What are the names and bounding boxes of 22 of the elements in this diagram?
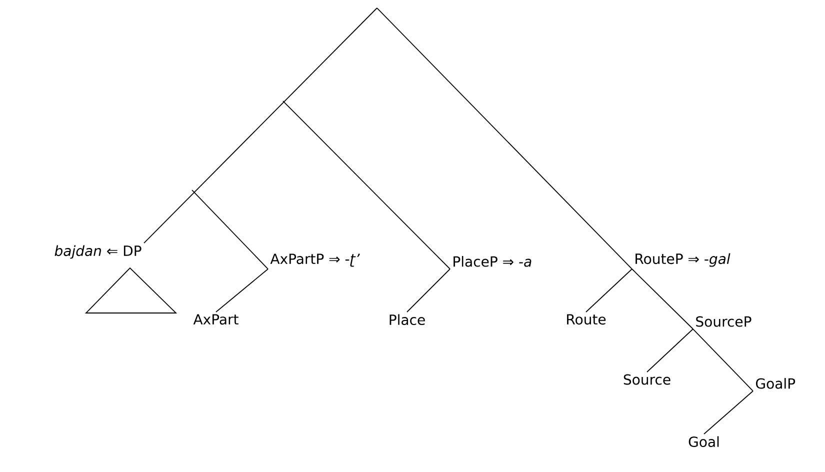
tree-label: GoalP bbox=[756, 378, 796, 389]
branch-line bbox=[646, 328, 694, 372]
tree-label: Source bbox=[624, 374, 670, 385]
tree-label: bajdan ⇐ DP bbox=[54, 245, 142, 259]
branch-line bbox=[376, 8, 632, 270]
tree-label: Place bbox=[390, 314, 425, 326]
branch-line bbox=[216, 268, 268, 312]
tree-label: AxPartP ⇒ -ʈ’ bbox=[270, 254, 360, 267]
branch-line bbox=[144, 8, 378, 244]
tree-label: RouteP ⇒ -gal bbox=[636, 253, 730, 267]
branch-line bbox=[586, 268, 632, 312]
branch-line bbox=[632, 268, 694, 330]
branch-line bbox=[282, 100, 450, 270]
branch-line bbox=[406, 268, 450, 312]
branch-line bbox=[704, 390, 754, 434]
tree-label: AxPart bbox=[193, 314, 238, 325]
tree-label: PlaceP ⇒ -a bbox=[454, 256, 532, 267]
branch-line bbox=[192, 190, 268, 270]
branch-line bbox=[692, 328, 754, 392]
tree-label: Route bbox=[567, 314, 606, 325]
tree-label: Goal bbox=[688, 436, 719, 448]
tree-label: SourceP bbox=[696, 316, 752, 327]
